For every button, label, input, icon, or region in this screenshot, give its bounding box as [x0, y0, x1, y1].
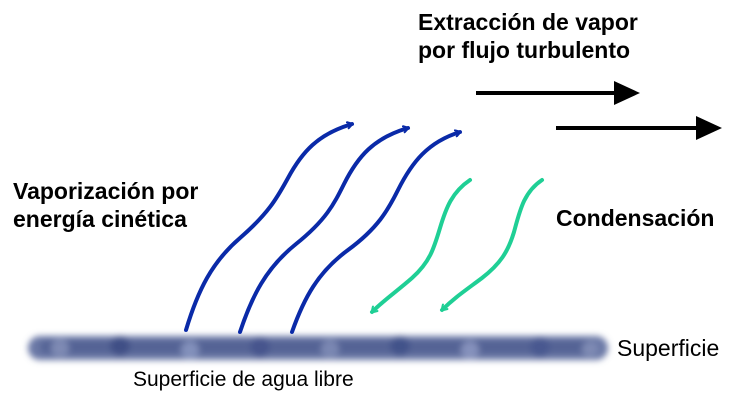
vaporization-arrow-2: [238, 128, 410, 334]
vaporization-label: Vaporización por energía cinética: [13, 177, 198, 233]
water-surface: [28, 336, 608, 360]
extraction-label: Extracción de vapor por flujo turbulento: [418, 8, 638, 64]
vaporization-arrow-1: [184, 124, 354, 332]
condensation-arrow-1: [370, 178, 472, 314]
vaporization-arrow-3: [290, 132, 462, 334]
extraction-label-line2: por flujo turbulento: [418, 37, 631, 63]
extraction-label-line1: Extracción de vapor: [418, 9, 638, 35]
surface-label: Superficie: [617, 335, 720, 361]
wind-arrow-2: [556, 116, 722, 140]
wind-arrow-1: [476, 81, 640, 105]
condensation-arrow-2: [440, 178, 544, 312]
vaporization-label-line1: Vaporización por: [13, 178, 199, 204]
free-water-surface-label: Superficie de agua libre: [133, 368, 354, 391]
condensation-label: Condensación: [556, 205, 715, 231]
vaporization-label-line2: energía cinética: [13, 206, 187, 232]
